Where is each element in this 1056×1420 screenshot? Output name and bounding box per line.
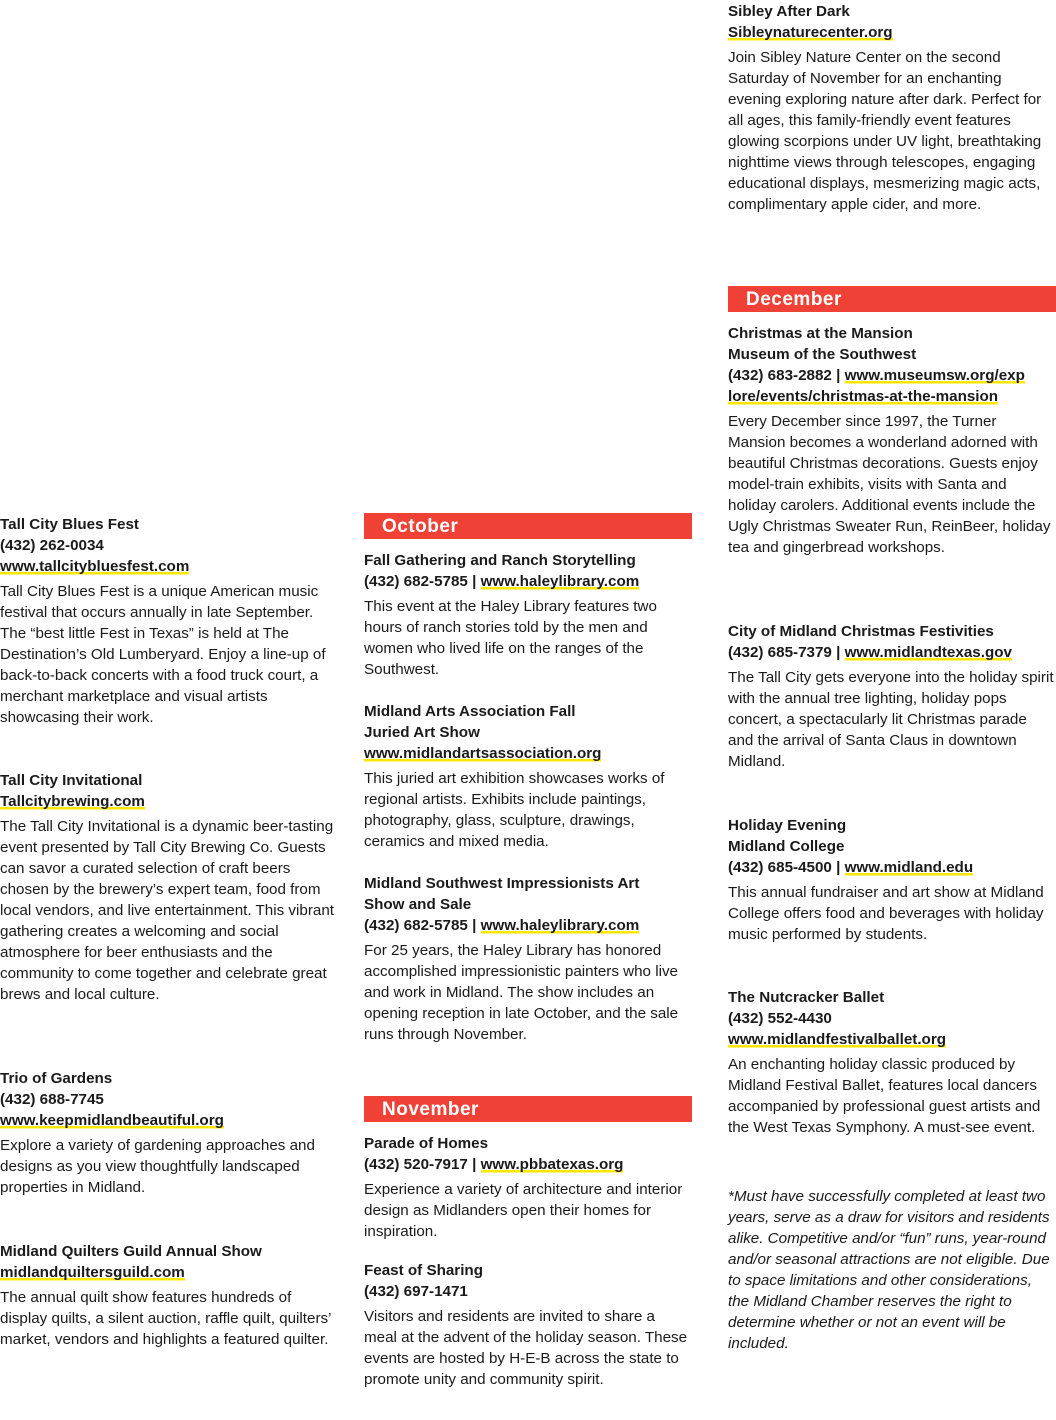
event-feast-of-sharing: Feast of Sharing (432) 697-1471 Visitors… bbox=[364, 1260, 692, 1390]
event-title: The Nutcracker Ballet bbox=[728, 989, 885, 1006]
event-parade-of-homes: Parade of Homes (432) 520-7917 | www.pbb… bbox=[364, 1133, 692, 1242]
separator: | bbox=[467, 917, 481, 934]
event-phone: (432) 520-7917 bbox=[364, 1156, 468, 1173]
event-description: An enchanting holiday classic produced b… bbox=[728, 1056, 1041, 1136]
event-title: Midland Quilters Guild Annual Show bbox=[0, 1243, 262, 1260]
event-venue: Museum of the Southwest bbox=[728, 346, 917, 363]
month-header-november: November bbox=[364, 1096, 692, 1122]
event-phone: (432) 552-4430 bbox=[728, 1010, 832, 1027]
separator: | bbox=[831, 859, 845, 876]
event-title: City of Midland Christmas Festivities bbox=[728, 623, 994, 640]
event-description: Explore a variety of gardening approache… bbox=[0, 1137, 315, 1196]
event-link[interactable]: www.midlandtexas.gov bbox=[844, 644, 1012, 661]
event-nutcracker-ballet: The Nutcracker Ballet (432) 552-4430 www… bbox=[728, 987, 1056, 1138]
event-link[interactable]: www.midland.edu bbox=[844, 859, 974, 876]
separator: | bbox=[831, 644, 845, 661]
event-description: For 25 years, the Haley Library has hono… bbox=[364, 942, 679, 1043]
event-description: The Tall City gets everyone into the hol… bbox=[728, 669, 1054, 770]
event-title: Tall City Blues Fest bbox=[0, 516, 139, 533]
event-phone-line: (432) 685-4500 | www.midland.edu bbox=[728, 857, 1056, 878]
event-link[interactable]: Sibleynaturecenter.org bbox=[728, 24, 893, 41]
event-title: Midland Arts Association Fall Juried Art… bbox=[364, 703, 576, 741]
event-title: Fall Gathering and Ranch Storytelling bbox=[364, 552, 636, 569]
event-title: Parade of Homes bbox=[364, 1135, 489, 1152]
event-tall-city-invitational: Tall City Invitational Tallcitybrewing.c… bbox=[0, 770, 336, 1005]
event-phone-line: (432) 682-5785 | www.haleylibrary.com bbox=[364, 571, 692, 592]
event-phone: (432) 697-1471 bbox=[364, 1283, 468, 1300]
event-link[interactable]: midlandquiltersguild.com bbox=[0, 1264, 185, 1281]
event-title: Midland Southwest Impressionists Art Sho… bbox=[364, 875, 640, 913]
event-phone: (432) 262-0034 bbox=[0, 537, 104, 554]
event-venue: Midland College bbox=[728, 838, 845, 855]
separator: | bbox=[467, 573, 481, 590]
event-title: Sibley After Dark bbox=[728, 3, 850, 20]
event-link[interactable]: www.keepmidlandbeautiful.org bbox=[0, 1112, 224, 1129]
event-title: Feast of Sharing bbox=[364, 1262, 483, 1279]
event-phone: (432) 682-5785 bbox=[364, 573, 468, 590]
event-description: The annual quilt show features hundreds … bbox=[0, 1289, 331, 1348]
event-description: Tall City Blues Fest is a unique America… bbox=[0, 583, 326, 726]
event-sibley-after-dark: Sibley After Dark Sibleynaturecenter.org… bbox=[728, 1, 1056, 215]
event-phone: (432) 685-4500 bbox=[728, 859, 832, 876]
event-city-christmas-festivities: City of Midland Christmas Festivities (4… bbox=[728, 621, 1056, 772]
event-title: Tall City Invitational bbox=[0, 772, 143, 789]
event-title: Christmas at the Mansion bbox=[728, 325, 913, 342]
event-phone-line: (432) 683-2882 | www.museumsw.org/explor… bbox=[728, 365, 1028, 407]
event-description: Every December since 1997, the Turner Ma… bbox=[728, 413, 1051, 556]
event-link[interactable]: www.haleylibrary.com bbox=[480, 917, 640, 934]
event-ranch-storytelling: Fall Gathering and Ranch Storytelling (4… bbox=[364, 550, 692, 680]
event-christmas-at-mansion: Christmas at the Mansion Museum of the S… bbox=[728, 323, 1056, 558]
event-phone-line: (432) 520-7917 | www.pbbatexas.org bbox=[364, 1154, 692, 1175]
event-trio-of-gardens: Trio of Gardens (432) 688-7745 www.keepm… bbox=[0, 1068, 336, 1198]
event-link[interactable]: www.midlandfestivalballet.org bbox=[728, 1031, 947, 1048]
event-holiday-evening: Holiday Evening Midland College (432) 68… bbox=[728, 815, 1056, 945]
event-link[interactable]: www.haleylibrary.com bbox=[480, 573, 640, 590]
separator: | bbox=[831, 367, 845, 384]
event-description: Experience a variety of architecture and… bbox=[364, 1181, 683, 1240]
event-description: The Tall City Invitational is a dynamic … bbox=[0, 818, 335, 1003]
event-title: Trio of Gardens bbox=[0, 1070, 113, 1087]
month-header-october: October bbox=[364, 513, 692, 539]
event-title: Holiday Evening bbox=[728, 817, 847, 834]
event-phone: (432) 685-7379 bbox=[728, 644, 832, 661]
event-description: This annual fundraiser and art show at M… bbox=[728, 884, 1044, 943]
event-impressionists-show: Midland Southwest Impressionists Art Sho… bbox=[364, 873, 692, 1045]
event-description: Join Sibley Nature Center on the second … bbox=[728, 49, 1042, 213]
separator: | bbox=[467, 1156, 481, 1173]
event-description: This juried art exhibition showcases wor… bbox=[364, 770, 665, 850]
event-link[interactable]: Tallcitybrewing.com bbox=[0, 793, 145, 810]
event-phone: (432) 688-7745 bbox=[0, 1091, 104, 1108]
event-phone: (432) 683-2882 bbox=[728, 367, 832, 384]
event-quilters-guild: Midland Quilters Guild Annual Show midla… bbox=[0, 1241, 336, 1350]
event-blues-fest: Tall City Blues Fest (432) 262-0034 www.… bbox=[0, 514, 336, 728]
eligibility-footnote: *Must have successfully completed at lea… bbox=[728, 1188, 1050, 1352]
month-header-december: December bbox=[728, 286, 1056, 312]
event-description: Visitors and residents are invited to sh… bbox=[364, 1308, 688, 1388]
event-link[interactable]: www.midlandartsassociation.org bbox=[364, 745, 602, 762]
event-juried-art-show: Midland Arts Association Fall Juried Art… bbox=[364, 701, 692, 852]
event-phone: (432) 682-5785 bbox=[364, 917, 468, 934]
event-description: This event at the Haley Library features… bbox=[364, 598, 657, 678]
event-link[interactable]: www.tallcitybluesfest.com bbox=[0, 558, 190, 575]
event-link[interactable]: www.pbbatexas.org bbox=[480, 1156, 624, 1173]
event-phone-line: (432) 685-7379 | www.midlandtexas.gov bbox=[728, 642, 1056, 663]
event-phone-line: (432) 682-5785 | www.haleylibrary.com bbox=[364, 915, 692, 936]
